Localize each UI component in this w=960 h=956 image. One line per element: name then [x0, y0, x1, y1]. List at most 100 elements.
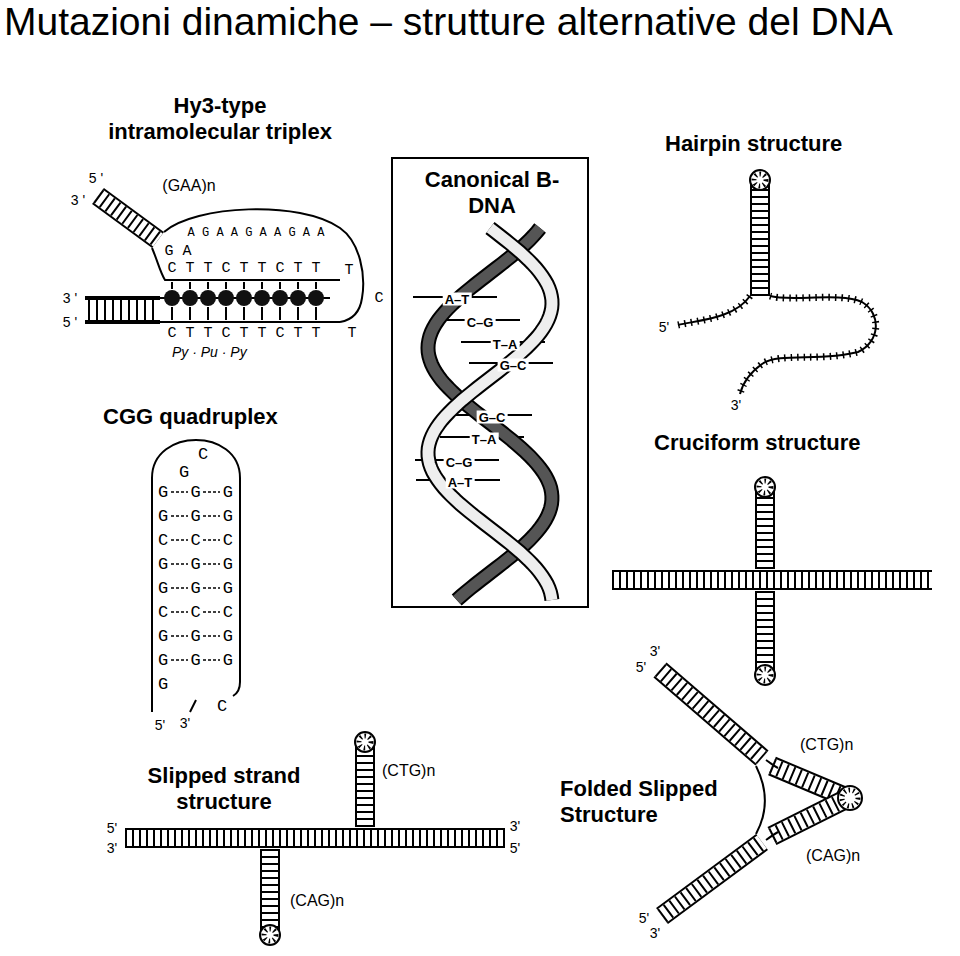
hairpin-drawing-part	[754, 174, 766, 186]
strand-end-label: 5'	[510, 841, 520, 855]
strand-end-label: 3'	[650, 926, 660, 940]
repeat-label: (GAA)n	[162, 178, 215, 194]
triplex-drawing-part	[85, 320, 160, 324]
cruciform-drawing-part	[612, 570, 932, 590]
cruciform-drawing-part	[759, 669, 771, 681]
folded-slipped-drawing-part	[772, 798, 848, 836]
cruciform-drawing-part	[757, 487, 773, 569]
base-pair-label: T–A	[470, 433, 499, 446]
hairpin-drawing-part	[678, 296, 750, 325]
base-letters: C T T C T T C T T	[168, 261, 321, 276]
quartet-row: C C C	[158, 604, 239, 621]
hairpin-drawing-part	[750, 180, 770, 296]
structure-box: Canonical B-DNAA–TC–GT–AG–CG–CT–AC–GA–T	[391, 157, 589, 608]
base-letter: G	[179, 464, 189, 481]
cruciform-drawing	[612, 477, 932, 685]
strand-end-label: 5'	[639, 911, 649, 925]
strand-type-label: Py · Pu · Py	[172, 345, 247, 359]
triplex-drawing-part	[290, 290, 306, 306]
triplex-drawing-part	[98, 196, 158, 240]
triplex-drawing-part	[218, 290, 234, 306]
hairpin-drawing-part	[740, 296, 876, 394]
base-pair-label: G–C	[477, 411, 508, 424]
cruciform-drawing-part	[755, 487, 775, 569]
cruciform-drawing-part	[757, 591, 773, 675]
triplex-drawing-part	[98, 196, 158, 240]
repeat-label: (CAG)n	[290, 893, 344, 909]
cruciform-drawing-part	[612, 572, 932, 588]
slipped-strand-drawing-part	[355, 742, 375, 827]
b-dna-helix-part	[428, 228, 552, 600]
base-pair-label: A–T	[443, 293, 472, 306]
slipped-strand-drawing-part	[357, 742, 373, 827]
quartet-row: G G G	[158, 484, 239, 501]
triplex-drawing-part	[164, 209, 363, 322]
base-letters: G A	[164, 244, 191, 259]
slipped-strand-drawing-part	[359, 736, 371, 748]
strand-end-label: 3'	[731, 398, 741, 412]
quadruplex-drawing-part	[190, 700, 196, 712]
strand-end-label: 5 '	[63, 315, 77, 329]
triplex-drawing-part	[254, 290, 270, 306]
strand-end-label: 3'	[180, 716, 190, 730]
triplex-drawing-part	[88, 300, 158, 320]
quadruplex-drawing	[152, 440, 240, 712]
slipped-strand-drawing-part	[262, 849, 278, 935]
cruciform-drawing-part	[755, 477, 775, 497]
triplex-drawing	[85, 196, 363, 322]
folded-slipped-drawing-part	[756, 766, 765, 834]
folded-slipped-drawing-part	[660, 670, 762, 758]
slipped-strand-drawing	[125, 732, 505, 945]
structure-title: Canonical B-DNA	[417, 167, 567, 219]
triplex-drawing-part	[308, 290, 324, 306]
base-pair-label: A–T	[446, 476, 475, 489]
strand-end-label: 5'	[107, 821, 117, 835]
triplex-drawing-part	[272, 290, 288, 306]
cruciform-drawing-part	[612, 572, 932, 588]
base-letters: A G A A G A A G A A	[188, 227, 325, 239]
folded-slipped-drawing-part	[766, 760, 778, 840]
quartet-row: G G G	[158, 580, 239, 597]
b-dna-helix	[413, 228, 553, 600]
folded-slipped-drawing-part	[662, 842, 762, 916]
repeat-label: (CTG)n	[800, 737, 853, 753]
hairpin-drawing-part	[750, 170, 770, 190]
base-letters: C	[374, 291, 383, 306]
page-title: Mutazioni dinamiche – strutture alternat…	[4, 0, 893, 45]
slipped-strand-drawing-part	[357, 742, 373, 827]
triplex-drawing-part	[200, 290, 216, 306]
hairpin-drawing-part	[752, 180, 768, 296]
slipped-strand-drawing-part	[260, 925, 280, 945]
strand-end-label: 5'	[636, 660, 646, 674]
b-dna-helix-part	[428, 228, 552, 600]
base-letters: T	[347, 326, 356, 341]
strand-end-label: 3'	[650, 644, 660, 658]
triplex-drawing-part	[172, 282, 316, 320]
base-letter: G	[158, 676, 168, 693]
base-pair-label: G–C	[498, 359, 529, 372]
quartet-row: C C C	[158, 532, 239, 549]
triplex-drawing-part	[85, 296, 160, 300]
slipped-strand-drawing-part	[260, 849, 280, 935]
structure-title: Hy3-type intramolecular triplex	[100, 93, 340, 145]
structure-title: Slipped strand structure	[134, 763, 314, 815]
quartet-row: G G G	[158, 652, 239, 669]
base-letters: T	[344, 263, 353, 278]
slipped-strand-drawing-part	[262, 849, 278, 935]
strand-end-label: 5'	[155, 718, 165, 732]
base-letters: C T T C T T C T T	[168, 326, 321, 341]
strand-end-label: 3 '	[63, 291, 77, 305]
strand-end-label: 5'	[659, 320, 669, 334]
cruciform-drawing-part	[757, 591, 773, 675]
folded-slipped-drawing-part	[662, 842, 762, 916]
structure-title: CGG quadruplex	[103, 404, 278, 430]
cruciform-drawing-part	[755, 591, 775, 675]
quadruplex-drawing-part	[152, 440, 240, 712]
folded-slipped-drawing-part	[772, 798, 848, 836]
repeat-label: (CAG)n	[806, 848, 860, 864]
cruciform-drawing-part	[759, 481, 771, 493]
b-dna-helix-part	[428, 228, 552, 600]
strand-end-label: 3'	[107, 841, 117, 855]
folded-slipped-drawing-part	[660, 670, 762, 758]
folded-slipped-drawing-part	[842, 790, 858, 806]
